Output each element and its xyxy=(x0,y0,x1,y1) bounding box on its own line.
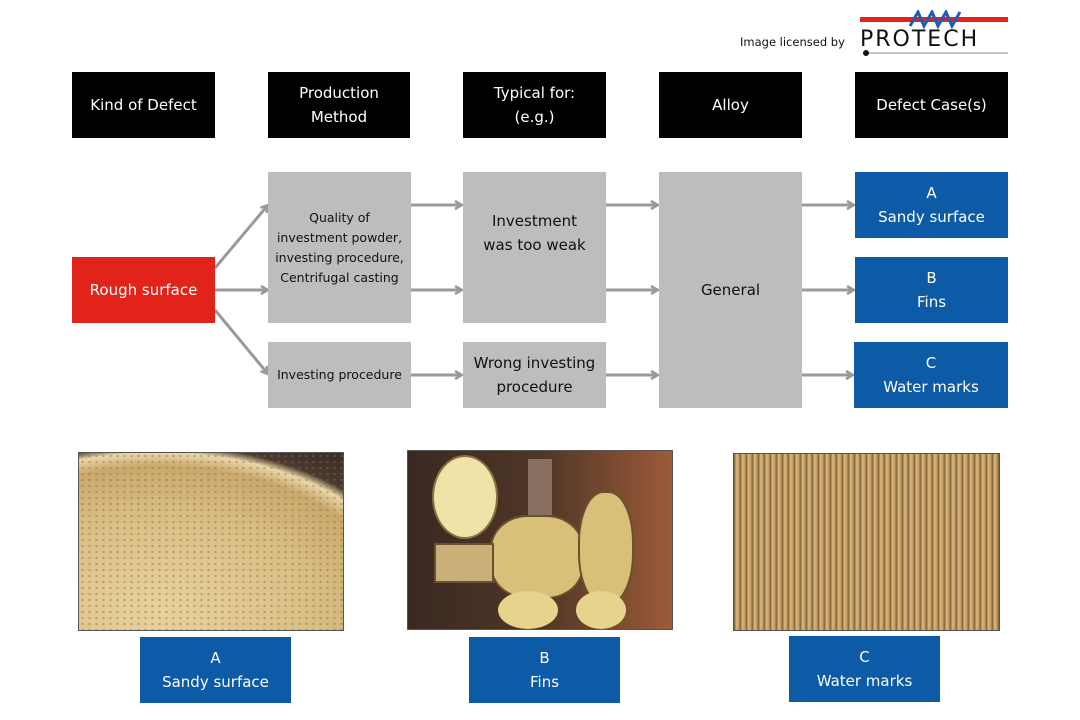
casting-right xyxy=(578,491,634,605)
casting-disc-top xyxy=(432,455,498,539)
defect-rough-surface: Rough surface xyxy=(72,257,215,323)
method-label: Quality of investment powder, investing … xyxy=(275,209,404,285)
fins-photo xyxy=(407,450,673,630)
typical-investment-too-weak: Investment was too weak xyxy=(463,172,606,323)
header-label: Typical for: (e.g.) xyxy=(493,84,576,126)
photo-caption: Fins xyxy=(529,673,560,691)
header-defect-cases: Defect Case(s) xyxy=(855,72,1008,138)
photo-label-a: A Sandy surface xyxy=(140,637,291,703)
header-production-method: Production Method xyxy=(268,72,410,138)
photo-letter: B xyxy=(539,649,550,667)
header-alloy: Alloy xyxy=(659,72,802,138)
image-credit-text: Image licensed by xyxy=(740,35,845,49)
header-kind-of-defect: Kind of Defect xyxy=(72,72,215,138)
header-label: Kind of Defect xyxy=(90,96,197,114)
case-b-fins: B Fins xyxy=(855,257,1008,323)
typical-wrong-investing: Wrong investing procedure xyxy=(463,342,606,408)
case-a-sandy-surface: A Sandy surface xyxy=(855,172,1008,238)
method-label: Investing procedure xyxy=(277,367,402,382)
header-label: Defect Case(s) xyxy=(876,96,987,114)
water-marks-photo xyxy=(733,453,1000,631)
typical-label: Wrong investing procedure xyxy=(473,354,596,396)
defect-label: Rough surface xyxy=(89,281,198,299)
casting-center xyxy=(490,515,584,599)
case-label: Water marks xyxy=(883,378,979,396)
sandy-surface-photo xyxy=(78,452,344,631)
photo-label-b: B Fins xyxy=(469,637,620,703)
method-investing-procedure: Investing procedure xyxy=(268,342,411,408)
alloy-general: General xyxy=(659,172,802,408)
photo-label-c: C Water marks xyxy=(789,636,940,702)
casting-left xyxy=(434,543,494,583)
case-label: Fins xyxy=(916,293,947,311)
typical-label: Investment was too weak xyxy=(483,211,586,254)
arrow-rough-to-investing xyxy=(213,309,268,374)
header-label: Alloy xyxy=(712,96,749,114)
photo-letter: A xyxy=(210,649,221,667)
arrow-rough-to-quality-upper xyxy=(213,205,268,269)
casting-bottom-left xyxy=(498,591,558,629)
header-label: Production Method xyxy=(299,84,379,126)
case-letter: B xyxy=(926,269,937,287)
protech-brand-text: PROTECH xyxy=(860,27,979,52)
casting-bottom-right xyxy=(576,591,626,629)
photo-caption: Sandy surface xyxy=(162,673,269,691)
case-letter: C xyxy=(925,354,937,372)
case-letter: A xyxy=(926,184,937,202)
sandy-texture xyxy=(79,453,343,630)
case-c-water-marks: C Water marks xyxy=(854,342,1008,408)
photo-caption: Water marks xyxy=(816,672,913,690)
method-quality-powder: Quality of investment powder, investing … xyxy=(268,172,411,323)
alloy-label: General xyxy=(700,281,761,299)
case-label: Sandy surface xyxy=(878,208,985,226)
protech-logo: PROTECH xyxy=(860,8,1010,56)
photo-letter: C xyxy=(859,648,870,666)
header-typical-for: Typical for: (e.g.) xyxy=(463,72,606,138)
sprue xyxy=(528,459,552,515)
